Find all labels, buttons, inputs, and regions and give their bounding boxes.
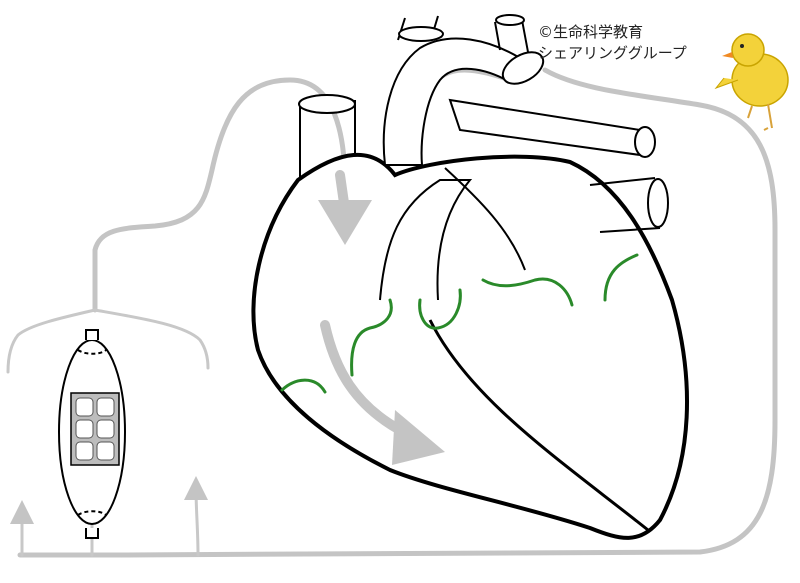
septum-line [428,319,649,532]
chick-wing [714,77,739,90]
battery-cell [96,397,115,417]
aortic-branch-2 [494,19,529,53]
chick-beak [722,52,733,58]
branch-right [93,308,210,370]
chick-mascot-icon [714,33,789,131]
battery-cell [96,441,115,461]
battery-cell [96,419,115,439]
pulmonary-vein-end [647,178,669,228]
pump-device-icon [58,329,126,539]
branch-right-up [184,476,209,557]
device-dash-top [77,349,107,355]
aortic-cut-end [501,51,545,85]
pulmonary-vein [589,177,661,233]
chick-eye [740,44,744,48]
vena-cava-opening [298,94,356,114]
battery-cell [75,397,94,417]
flow-arrow-bottom-head [392,410,445,465]
coronary-1 [350,298,393,377]
device-dash-bottom [77,510,107,516]
device-tip-bottom [85,528,99,539]
inflow-arrows [318,170,445,465]
credit-line-1: ©生命科学教育 [538,23,644,41]
aortic-branch-1-top [398,26,444,42]
battery-cells [75,397,115,461]
coronary-4 [603,253,639,302]
coronary-2 [418,288,462,330]
coronary-3 [481,277,574,307]
vessel-crossing [444,167,526,271]
coronary-5 [280,378,327,394]
heart-outline [251,153,690,540]
battery-cell [75,441,94,461]
chick-feet [747,103,773,131]
pulmonary-trunk [379,179,473,301]
heart [251,14,690,540]
flow-arrow-bottom [320,320,405,435]
battery-cell [75,419,94,439]
pulmonary-branch [448,98,641,157]
flow-arrow-top-head [318,200,372,245]
aortic-branch-2-top [495,14,525,26]
device-tip-top [85,329,99,340]
copyright-credit: ©生命科学教育 シェアリンググループ [538,22,687,64]
coronary-vessels [280,253,639,394]
chick-head [731,33,765,67]
pulmonary-branch-end [634,126,656,158]
credit-line-2: シェアリンググループ [538,44,687,62]
branch-left [6,308,97,374]
systemic-return-loop [117,67,778,558]
